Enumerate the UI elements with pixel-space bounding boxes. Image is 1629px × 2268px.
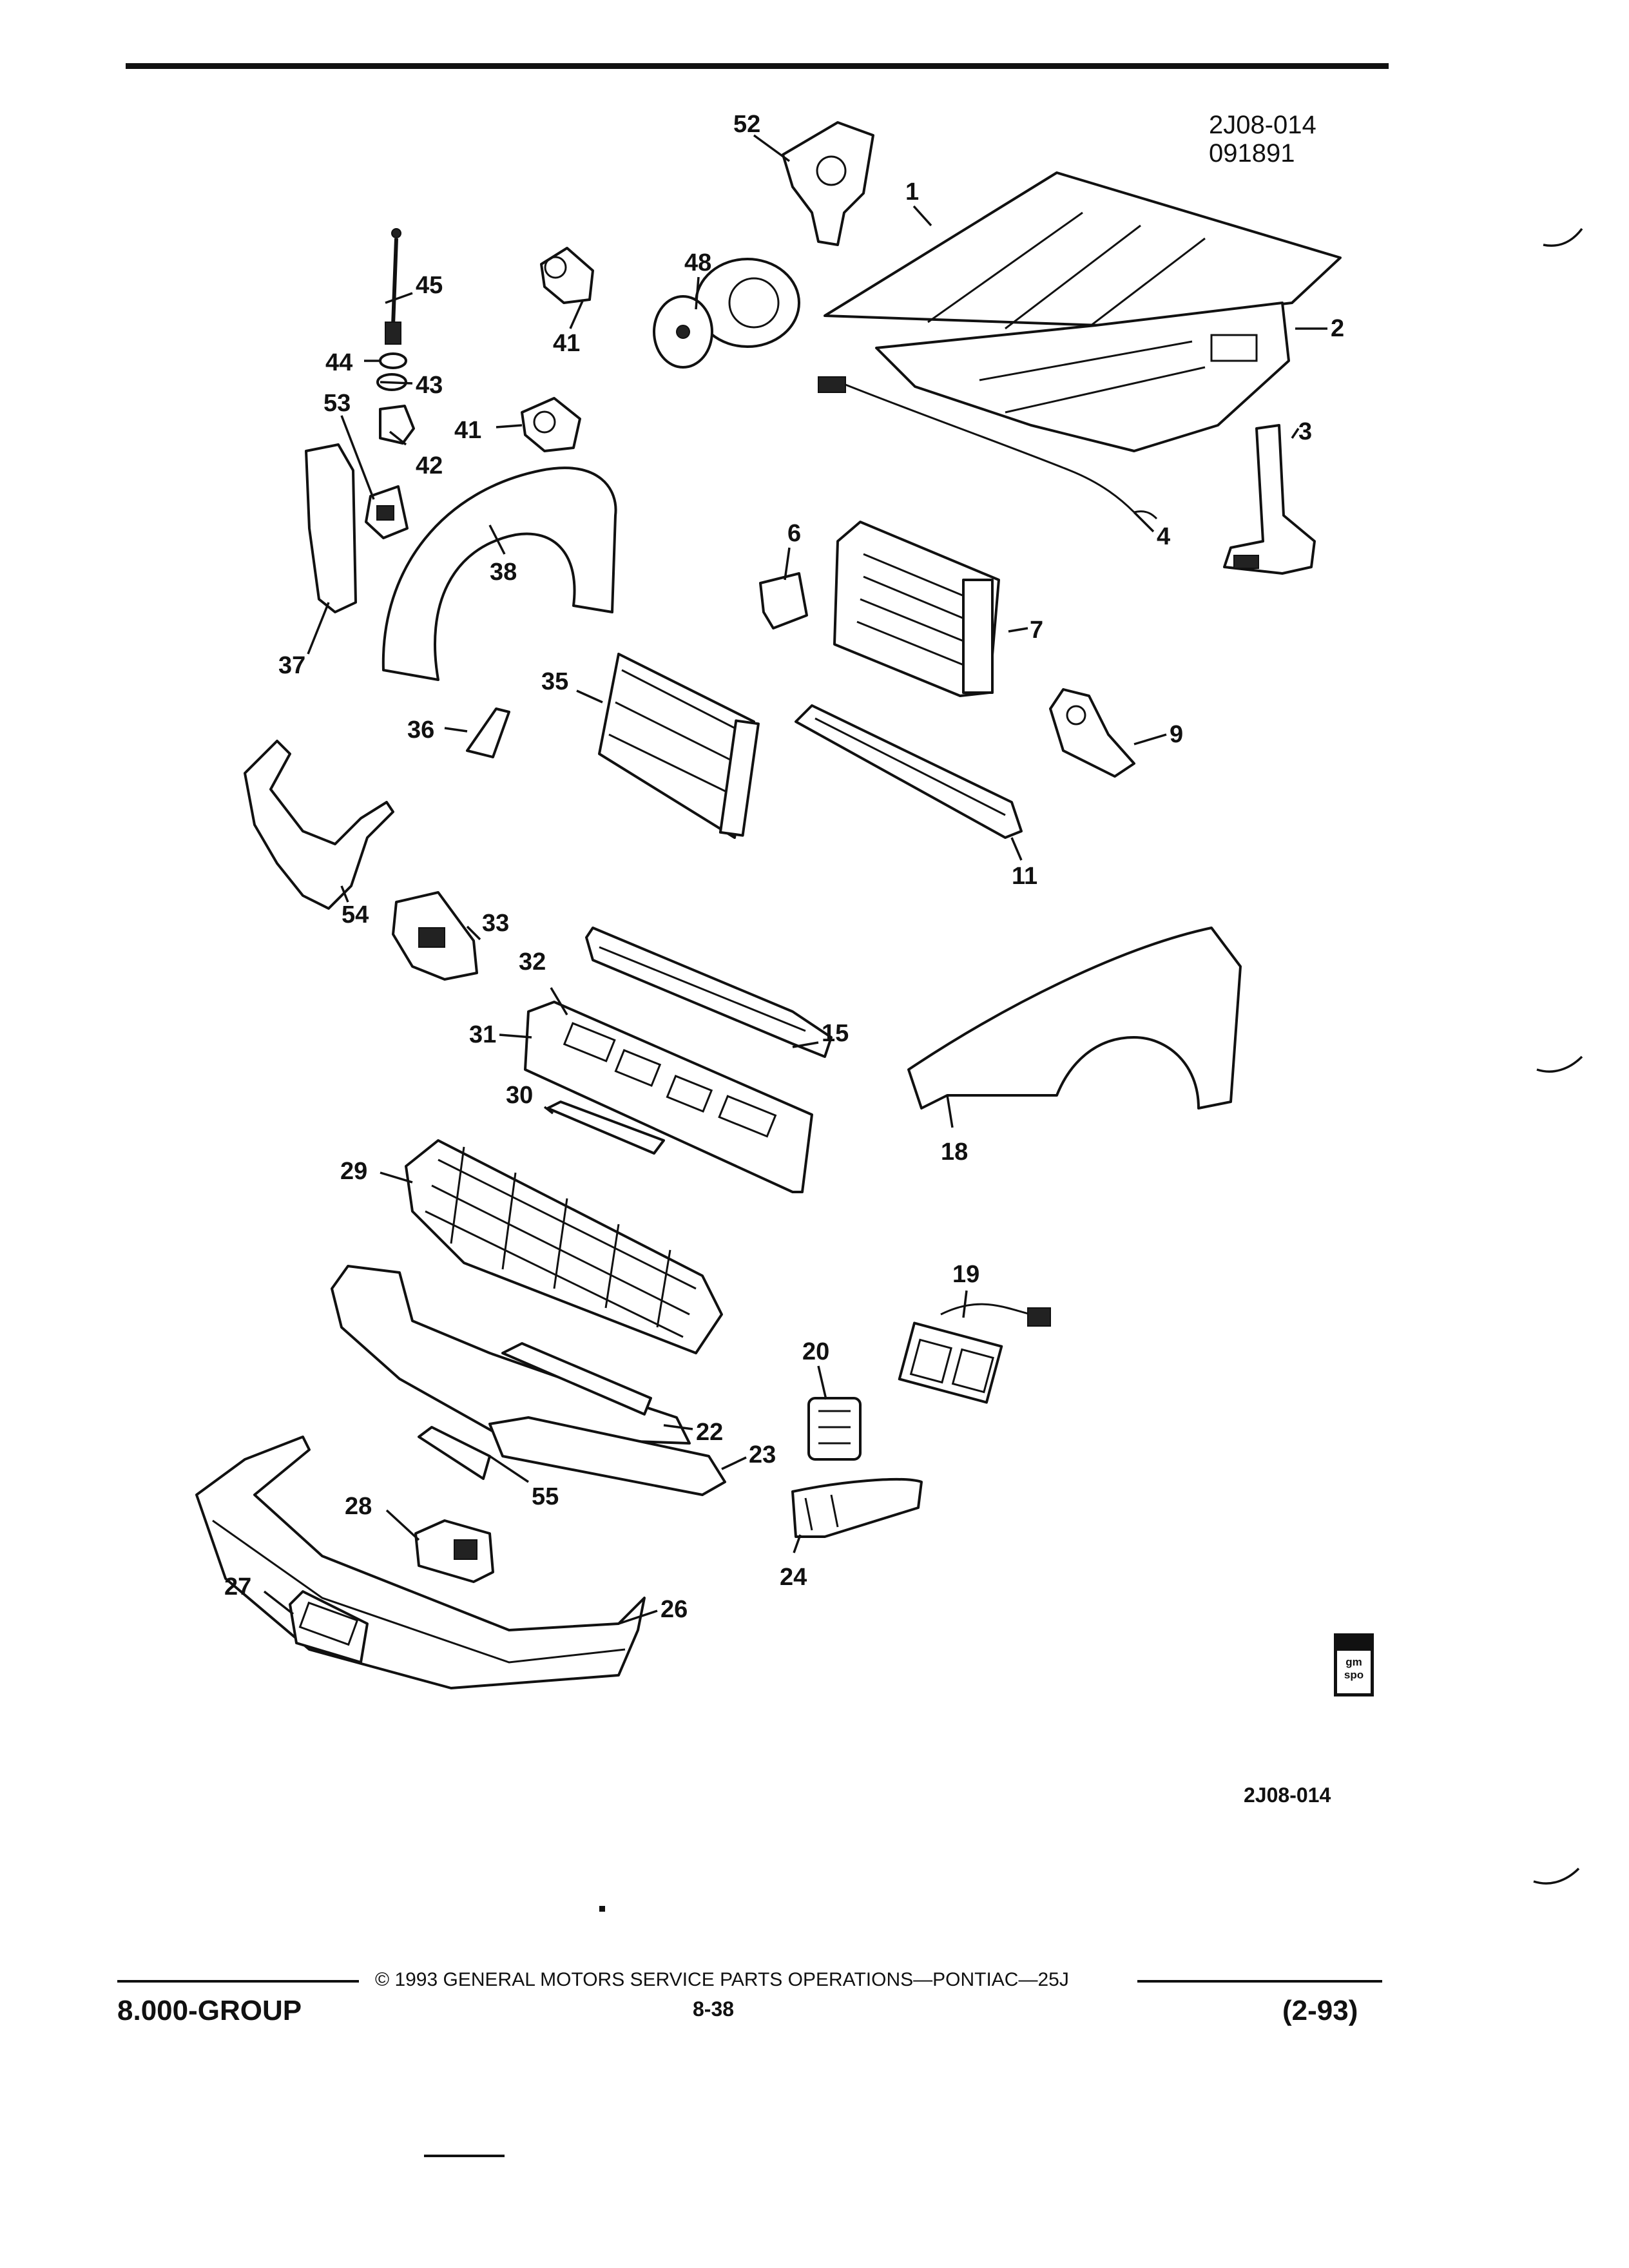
callout-44: 44	[325, 349, 352, 376]
callout-26: 26	[660, 1596, 688, 1623]
callout-leaders	[263, 134, 1327, 1625]
callout-42: 42	[416, 452, 443, 479]
callout-29: 29	[340, 1158, 367, 1185]
part-bracket-6	[759, 572, 808, 629]
part-mount-9	[1049, 688, 1135, 778]
part-antenna	[376, 228, 415, 445]
part-bracket-41-lower	[521, 397, 581, 452]
part-grille-panel	[524, 1001, 813, 1193]
figure-id: 2J08-014	[1209, 111, 1316, 139]
callout-9: 9	[1170, 721, 1183, 748]
callout-19: 19	[952, 1261, 979, 1288]
callout-3: 3	[1298, 418, 1312, 445]
callout-45: 45	[416, 272, 443, 299]
part-radiator-support-11	[795, 704, 1023, 839]
part-hood	[824, 171, 1342, 333]
callout-22: 22	[696, 1419, 723, 1446]
part-headlamp-assembly	[898, 1303, 1051, 1404]
part-wheelhouse-liner	[381, 466, 617, 681]
callout-53: 53	[323, 390, 351, 417]
callout-4: 4	[1157, 523, 1170, 550]
part-splash-panel	[305, 443, 357, 613]
footer-rule-right	[1137, 1980, 1382, 1983]
revision-date: (2-93)	[1282, 1995, 1358, 2026]
callout-24: 24	[780, 1564, 807, 1591]
callout-43: 43	[416, 372, 443, 399]
part-side-marker-20	[807, 1397, 862, 1461]
part-impact-bar	[585, 927, 833, 1058]
part-fog-lamp-28	[414, 1519, 494, 1583]
stamp-logo: gm spo	[1344, 1656, 1364, 1681]
part-license-bracket	[289, 1590, 369, 1664]
callout-41-upper: 41	[553, 330, 580, 357]
callout-30: 30	[506, 1082, 533, 1109]
callout-18: 18	[941, 1139, 968, 1166]
callout-55: 55	[532, 1483, 559, 1510]
part-hood-release-cable	[818, 376, 1158, 520]
part-bracket-52	[782, 121, 874, 246]
footer-rule-left	[117, 1980, 359, 1983]
part-radiator	[833, 521, 1000, 697]
part-hood-hinge	[1223, 424, 1316, 575]
callout-6: 6	[787, 520, 801, 547]
part-ac-compressor	[653, 258, 800, 369]
callout-20: 20	[802, 1338, 829, 1365]
callout-27: 27	[224, 1573, 251, 1600]
callout-37: 37	[278, 652, 305, 679]
callout-32: 32	[519, 948, 546, 975]
callout-52: 52	[733, 111, 760, 138]
figure-id-bottom: 2J08-014	[1244, 1783, 1331, 1807]
part-lower-fascia	[331, 1265, 726, 1496]
binding-marks	[1533, 227, 1583, 1885]
stray-dot	[599, 1906, 605, 1912]
part-bracket-30	[546, 1100, 665, 1155]
part-condenser	[598, 653, 760, 839]
callout-38: 38	[490, 559, 517, 586]
gm-spo-stamp: gm spo	[1334, 1633, 1374, 1696]
stray-mark	[424, 2155, 505, 2157]
callout-33: 33	[482, 910, 509, 937]
callout-41-lower: 41	[454, 417, 481, 444]
callout-36: 36	[407, 716, 434, 744]
part-bracket-33	[392, 891, 478, 981]
callout-31: 31	[469, 1021, 496, 1048]
part-fender	[907, 927, 1242, 1110]
callout-7: 7	[1030, 617, 1043, 644]
copyright-line: © 1993 GENERAL MOTORS SERVICE PARTS OPER…	[375, 1969, 1069, 1990]
callout-23: 23	[749, 1441, 776, 1468]
part-hood-inner-panel	[875, 302, 1290, 452]
part-bracket-41-upper	[540, 247, 594, 304]
callout-48: 48	[684, 249, 711, 276]
callout-15: 15	[822, 1020, 849, 1047]
callout-28: 28	[345, 1493, 372, 1520]
top-rule	[126, 63, 1389, 69]
stamp-header-bar	[1337, 1637, 1371, 1651]
part-corner-lamp-24	[791, 1477, 923, 1538]
part-bracket-36	[466, 707, 510, 758]
callout-54: 54	[342, 901, 369, 928]
callout-numbers: 1 2 3 4 6 7 9 11 15 18 19 20 22 23 24 26…	[224, 111, 1344, 1623]
part-energy-absorber	[405, 1139, 723, 1354]
callout-11: 11	[1012, 863, 1037, 890]
figure-date: 091891	[1209, 139, 1295, 168]
callout-2: 2	[1331, 315, 1344, 342]
part-molding-strip	[418, 1426, 491, 1480]
callout-35: 35	[541, 668, 568, 695]
group-label: 8.000-GROUP	[117, 1995, 302, 2026]
page-number: 8-38	[693, 1997, 735, 2021]
callout-1: 1	[905, 178, 919, 206]
part-baffle	[244, 740, 394, 910]
part-bracket-53	[365, 485, 409, 539]
